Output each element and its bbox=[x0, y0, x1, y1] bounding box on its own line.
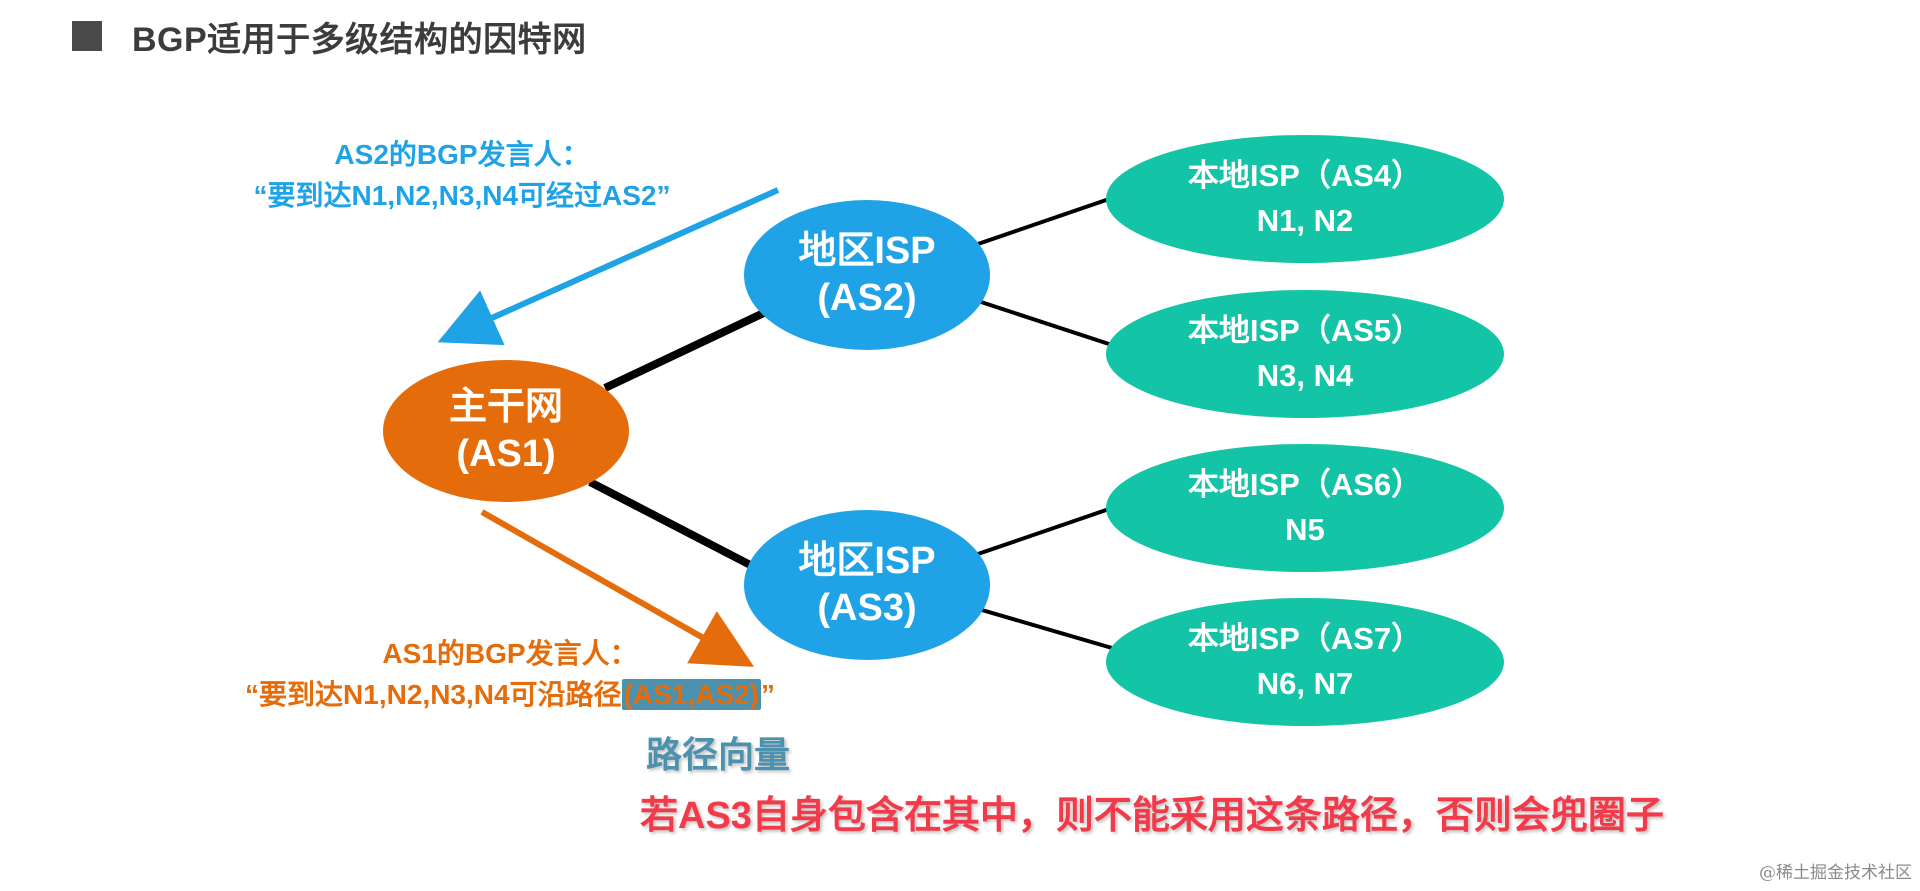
callout-as1-speaker: AS1的BGP发言人： “要到达N1,N2,N3,N4可沿路径(AS1,AS2)… bbox=[190, 634, 830, 715]
node-local-as6: 本地ISP（AS6） N5 bbox=[1106, 444, 1504, 572]
node-backbone-as: (AS1) bbox=[456, 433, 556, 475]
callout-as1-message-prefix: “要到达N1,N2,N3,N4可沿路径 bbox=[245, 678, 622, 710]
link-as2-as4 bbox=[974, 196, 1113, 247]
node-regional-as3-as: (AS3) bbox=[817, 587, 917, 629]
link-as3-as6 bbox=[974, 506, 1113, 557]
node-local-as4-name: 本地ISP（AS4） bbox=[1187, 158, 1423, 194]
callout-as2-message: “要到达N1,N2,N3,N4可经过AS2” bbox=[253, 179, 671, 211]
node-local-as4-networks: N1, N2 bbox=[1256, 203, 1354, 238]
path-vector-highlight: (AS1,AS2) bbox=[621, 678, 761, 710]
callout-as2-speaker: AS2的BGP发言人： “要到达N1,N2,N3,N4可经过AS2” bbox=[212, 135, 712, 216]
title-bullet-square bbox=[72, 21, 102, 51]
node-regional-as2-name: 地区ISP bbox=[798, 229, 936, 272]
loop-warning-text: 若AS3自身包含在其中，则不能采用这条路径，否则会兜圈子 bbox=[640, 795, 1664, 837]
node-local-as7-networks: N6, N7 bbox=[1256, 666, 1354, 701]
node-local-as5-networks: N3, N4 bbox=[1256, 358, 1354, 393]
node-regional-as2-as: (AS2) bbox=[817, 277, 917, 319]
node-local-as5: 本地ISP（AS5） N3, N4 bbox=[1106, 290, 1504, 418]
node-local-as7: 本地ISP（AS7） N6, N7 bbox=[1106, 598, 1504, 726]
path-vector-label: 路径向量 bbox=[646, 734, 791, 775]
watermark: @稀土掘金技术社区 bbox=[1759, 863, 1912, 883]
slide-title-row: BGP适用于多级结构的因特网 bbox=[72, 12, 587, 60]
node-local-as4: 本地ISP（AS4） N1, N2 bbox=[1106, 135, 1504, 263]
link-as3-as7 bbox=[974, 606, 1113, 650]
link-as1-as2 bbox=[603, 306, 772, 392]
callout-as1-message: “要到达N1,N2,N3,N4可沿路径(AS1,AS2)” bbox=[190, 675, 830, 716]
node-local-as6-networks: N5 bbox=[1285, 512, 1325, 547]
node-backbone-name: 主干网 bbox=[448, 385, 563, 428]
callout-as2-heading: AS2的BGP发言人： bbox=[334, 139, 590, 170]
link-as2-as5 bbox=[974, 298, 1113, 347]
node-regional-as3: 地区ISP (AS3) bbox=[744, 510, 990, 660]
node-local-as5-name: 本地ISP（AS5） bbox=[1187, 313, 1423, 349]
node-local-as6-name: 本地ISP（AS6） bbox=[1187, 467, 1423, 503]
callout-as1-message-suffix: ” bbox=[760, 678, 775, 710]
callout-as1-heading: AS1的BGP发言人： bbox=[382, 638, 638, 669]
node-regional-as2: 地区ISP (AS2) bbox=[744, 200, 990, 350]
slide-title: BGP适用于多级结构的因特网 bbox=[132, 20, 587, 59]
node-backbone-as1: 主干网 (AS1) bbox=[383, 360, 629, 502]
arrow-as1-to-as3 bbox=[480, 509, 755, 667]
arrow-as2-to-as1 bbox=[437, 187, 780, 346]
link-as1-as3 bbox=[588, 478, 762, 574]
node-regional-as3-name: 地区ISP bbox=[798, 539, 936, 582]
node-local-as7-name: 本地ISP（AS7） bbox=[1187, 621, 1423, 657]
